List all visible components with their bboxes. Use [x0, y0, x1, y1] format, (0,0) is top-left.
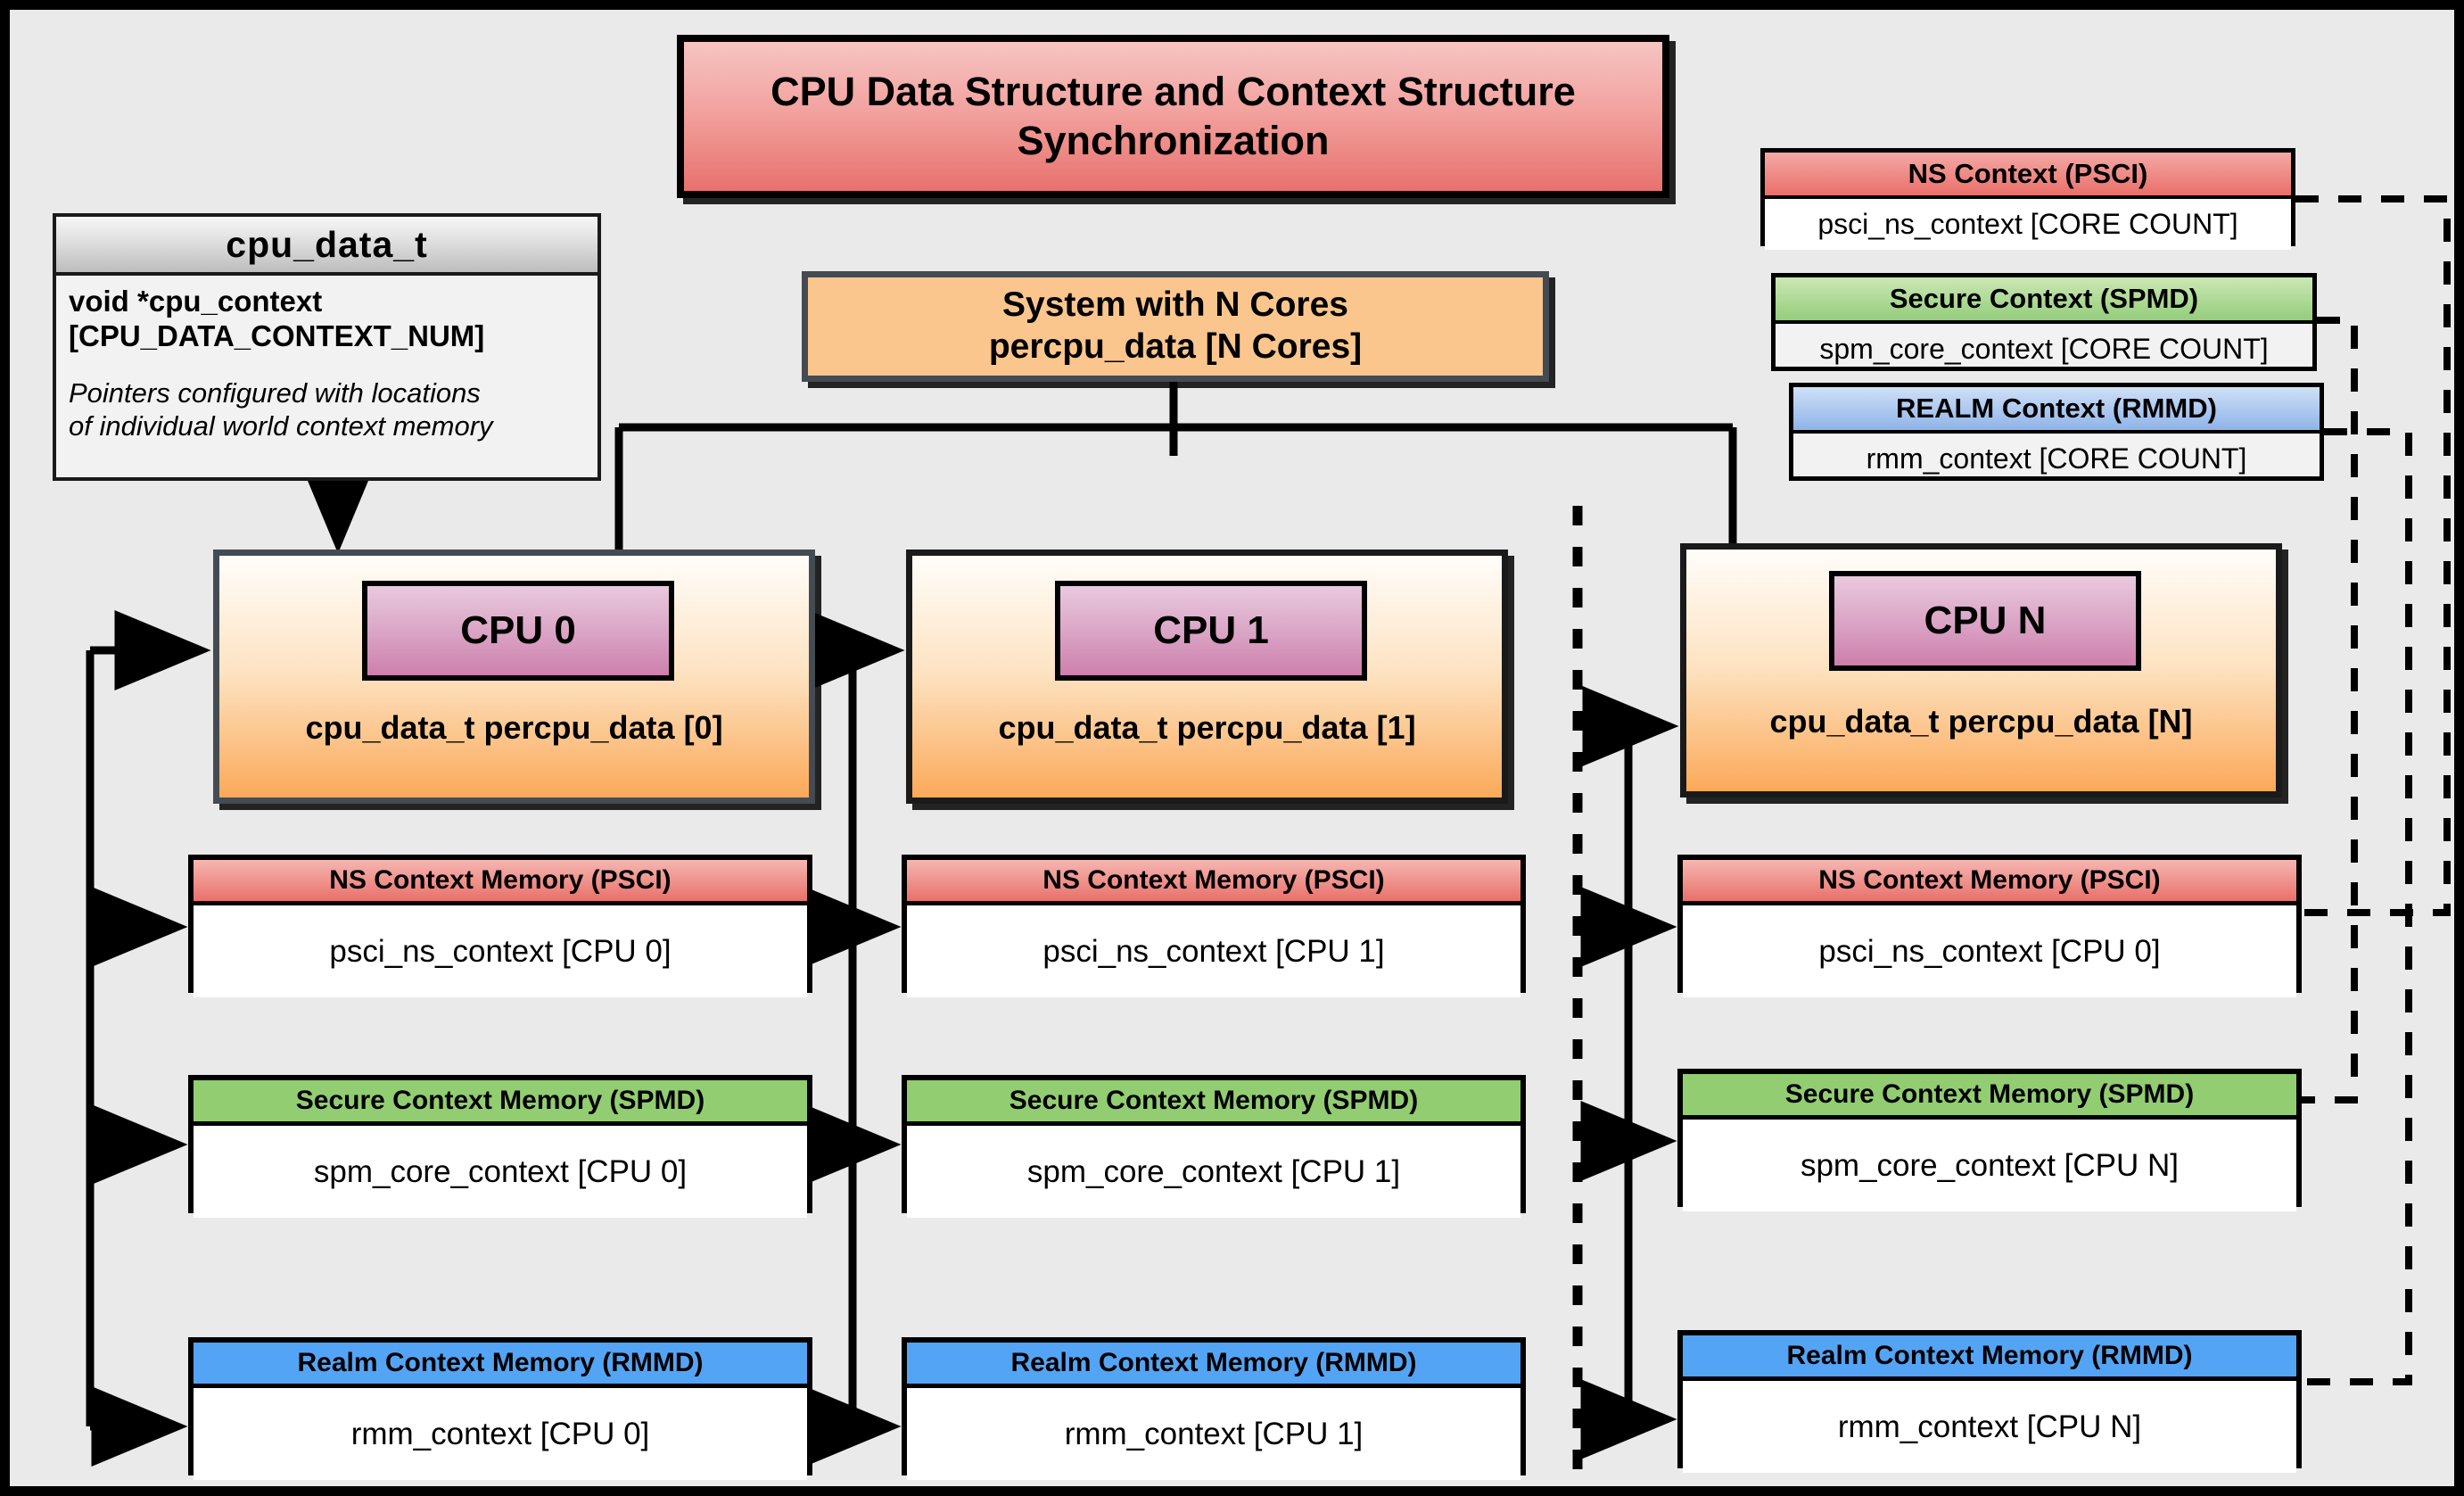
global-context-ns-header: NS Context (PSCI) — [1765, 153, 2291, 199]
cpun-bus — [1580, 686, 1679, 1459]
cpu-n-secure-context-memory: Secure Context Memory (SPMD) spm_core_co… — [1677, 1069, 2302, 1211]
cpu-1-secure-context-memory-header: Secure Context Memory (SPMD) — [907, 1080, 1520, 1126]
cpu-chip-cpu-0: CPU 0 — [362, 581, 674, 681]
cpu1-bus — [804, 610, 905, 1467]
page-title: CPU Data Structure and Context Structure… — [677, 35, 1669, 198]
system-line2: percpu_data [N Cores] — [988, 327, 1363, 366]
system-to-cpu-tree — [614, 382, 1737, 550]
cpu-0-ns-context-memory: NS Context Memory (PSCI) psci_ns_context… — [188, 855, 812, 997]
cpu-chip-label-cpu-n: CPU N — [1924, 599, 2047, 642]
cpu-1-secure-context-memory: Secure Context Memory (SPMD) spm_core_co… — [902, 1075, 1526, 1218]
cpu-n-realm-context-memory: Realm Context Memory (RMMD) rmm_context … — [1677, 1330, 2302, 1473]
cpu-block-cpu-0: CPU 0 cpu_data_t percpu_data [0] — [213, 550, 815, 804]
cpu-1-realm-context-memory: Realm Context Memory (RMMD) rmm_context … — [902, 1337, 1526, 1480]
cpu-0-realm-context-memory: Realm Context Memory (RMMD) rmm_context … — [188, 1337, 812, 1480]
cpu-data-t-field-line2: [CPU_DATA_CONTEXT_NUM] — [69, 318, 485, 352]
cpu-data-t-field-line1: void *cpu_context — [69, 285, 323, 318]
global-context-realm: REALM Context (RMMD) rmm_context [CORE C… — [1789, 383, 2324, 481]
global-context-secure-header: Secure Context (SPMD) — [1776, 277, 2312, 324]
cpu-1-ns-context-memory-header: NS Context Memory (PSCI) — [907, 860, 1520, 905]
cpu-1-realm-context-memory-header: Realm Context Memory (RMMD) — [907, 1343, 1520, 1388]
cpu-chip-cpu-n: CPU N — [1829, 571, 2141, 671]
cpu-caption-cpu-0: cpu_data_t percpu_data [0] — [305, 709, 723, 746]
cpu-data-t-note-line2: of individual world context memory — [69, 410, 493, 442]
cpu-chip-cpu-1: CPU 1 — [1055, 581, 1367, 681]
cpu-n-realm-context-memory-header: Realm Context Memory (RMMD) — [1683, 1335, 2296, 1381]
cpu-caption-cpu-1: cpu_data_t percpu_data [1] — [998, 709, 1416, 746]
cpu-n-secure-context-memory-value: spm_core_context [CPU N] — [1683, 1120, 2296, 1211]
cpu-1-ns-context-memory-value: psci_ns_context [CPU 1] — [907, 905, 1520, 997]
global-context-secure: Secure Context (SPMD) spm_core_context [… — [1771, 273, 2317, 371]
global-context-links — [2295, 195, 2451, 1385]
cpu-n-secure-context-memory-header: Secure Context Memory (SPMD) — [1683, 1074, 2296, 1120]
cpu-chip-label-cpu-1: CPU 1 — [1153, 608, 1269, 652]
system-line1: System with N Cores — [1002, 285, 1348, 325]
global-context-ns-value: psci_ns_context [CORE COUNT] — [1765, 199, 2291, 250]
cpu-0-realm-context-memory-value: rmm_context [CPU 0] — [194, 1388, 807, 1480]
global-context-realm-value: rmm_context [CORE COUNT] — [1866, 442, 2247, 475]
cpu0-bus — [86, 610, 211, 1467]
cpu-data-t-header: cpu_data_t — [56, 217, 597, 276]
cpu-caption-cpu-n: cpu_data_t percpu_data [N] — [1769, 703, 2193, 740]
cpu-n-ns-context-memory: NS Context Memory (PSCI) psci_ns_context… — [1677, 855, 2302, 997]
cpu-data-t-body: void *cpu_context [CPU_DATA_CONTEXT_NUM]… — [56, 276, 597, 443]
cpu-n-ns-context-memory-header: NS Context Memory (PSCI) — [1683, 860, 2296, 905]
cpu-n-ns-context-memory-value: psci_ns_context [CPU 0] — [1683, 905, 2296, 997]
cpu-0-secure-context-memory-value: spm_core_context [CPU 0] — [194, 1126, 807, 1218]
system-overview-box: System with N Cores percpu_data [N Cores… — [802, 271, 1549, 382]
cpu-0-ns-context-memory-header: NS Context Memory (PSCI) — [194, 860, 807, 905]
cpu-1-realm-context-memory-value: rmm_context [CPU 1] — [907, 1388, 1520, 1480]
system-overview-text: System with N Cores percpu_data [N Cores… — [989, 285, 1362, 368]
global-context-realm-header: REALM Context (RMMD) — [1793, 387, 2320, 434]
cpu-n-realm-context-memory-value: rmm_context [CPU N] — [1683, 1381, 2296, 1473]
cpu-0-secure-context-memory-header: Secure Context Memory (SPMD) — [194, 1080, 807, 1126]
cpu-data-t-note-line1: Pointers configured with locations — [69, 377, 481, 409]
page-title-text: CPU Data Structure and Context Structure… — [771, 68, 1576, 163]
cpu-chip-label-cpu-0: CPU 0 — [460, 608, 576, 652]
global-context-ns: NS Context (PSCI) psci_ns_context [CORE … — [1760, 148, 2295, 250]
global-context-secure-value: spm_core_context [CORE COUNT] — [1819, 333, 2269, 365]
cpu-block-cpu-n: CPU N cpu_data_t percpu_data [N] — [1680, 543, 2282, 798]
cpu-0-ns-context-memory-value: psci_ns_context [CPU 0] — [194, 905, 807, 997]
cpu-0-secure-context-memory: Secure Context Memory (SPMD) spm_core_co… — [188, 1075, 812, 1218]
cpu-data-t-card: cpu_data_t void *cpu_context [CPU_DATA_C… — [53, 213, 601, 481]
cpu-block-cpu-1: CPU 1 cpu_data_t percpu_data [1] — [906, 550, 1508, 804]
cpu-1-ns-context-memory: NS Context Memory (PSCI) psci_ns_context… — [902, 855, 1526, 997]
cpu-1-secure-context-memory-value: spm_core_context [CPU 1] — [907, 1126, 1520, 1218]
cpu-0-realm-context-memory-header: Realm Context Memory (RMMD) — [194, 1343, 807, 1388]
